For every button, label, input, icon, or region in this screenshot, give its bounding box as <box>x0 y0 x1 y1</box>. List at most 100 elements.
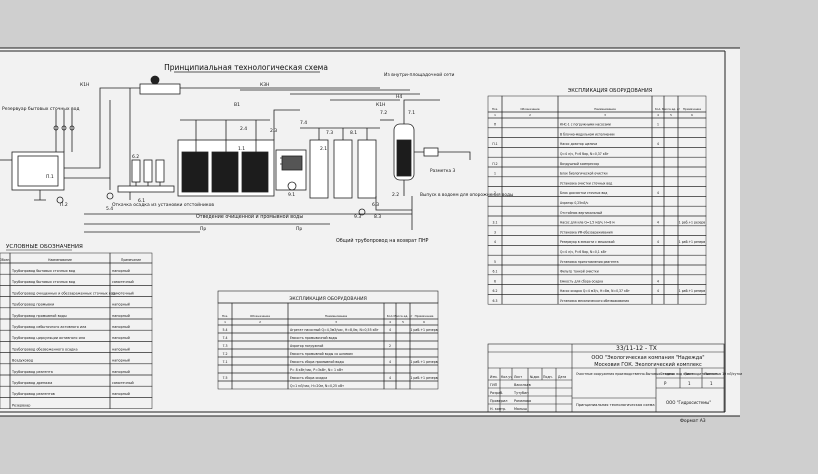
mid-cell-0-3: Кол. <box>387 314 394 318</box>
company-name: ООО "Гидросистемы" <box>666 400 711 405</box>
right-cell-15-2: Q=4 л/ч, Р=6 бар, N=0,1 кВт <box>560 250 607 254</box>
tag-2-2: 2.2 <box>392 192 399 198</box>
tag-2-3: 2.3 <box>270 128 277 134</box>
caption-bottom-mid: Отведение очищенной и промывной воды <box>196 213 303 220</box>
mid-title: ЭКСПЛИКАЦИЯ ОБОРУДОВАНИЯ <box>289 296 367 302</box>
legend-cell-0-0: Обозн. <box>0 258 10 262</box>
right-cell-1-3: 4 <box>657 113 659 117</box>
legend-cell-0-1: Наименование <box>48 258 72 262</box>
sheet-title: Принципиальная технологическая схема <box>576 403 655 407</box>
legend-cell-1-1: Трубопровод бытовых сточных вод <box>11 269 76 273</box>
org-line-1: ООО "Экологическая компания "Надежда" <box>591 355 704 361</box>
mid-cell-8-5: 1 раб.+1 резерв <box>410 376 437 380</box>
right-cell-12-2: Насос для ила Q=1,5 м3/ч, Н=8 м <box>560 221 615 225</box>
tag-2-1: 2.1 <box>320 146 327 152</box>
legend-cell-11-1: Трубопровод дренажа <box>11 381 52 385</box>
right-cell-0-5: Примечание <box>683 107 701 111</box>
tag-8-1: 8.1 <box>350 130 357 136</box>
tag-2-4: 2.4 <box>240 126 247 132</box>
right-cell-20-0: 6.3 <box>493 299 498 303</box>
mid-cell-2-2: Агрегат насосный Q=4,3м3/час, Н=8,0м, N=… <box>290 328 379 332</box>
right-cell-0-1: Обозначение <box>520 107 540 111</box>
label-from-network: Из внутри-площадочной сети <box>384 71 454 78</box>
right-cell-11-2: Отстойник вертикальный <box>560 211 602 215</box>
tag-9-3: 9.3 <box>354 214 361 220</box>
legend-cell-13-1: Резервуар <box>12 403 30 407</box>
right-cell-12-3: 4 <box>657 221 659 225</box>
legend-cell-7-1: Трубопровод циркуляции активного ила <box>11 336 85 340</box>
right-cell-0-4: Масса ед. кг <box>662 107 681 111</box>
right-cell-1-0: 1 <box>494 113 496 117</box>
legend-cell-2-1: Трубопровод бытовых сточных вод <box>11 280 76 284</box>
mid-cell-4-2: Аэратор погружной <box>290 344 323 348</box>
mid-cell-2-5: 1 раб.+1 резерв <box>410 328 437 332</box>
sheet-value: 1 <box>688 381 691 386</box>
role-gip: ГИП <box>490 383 498 387</box>
right-cell-3-2: В блочно-модульном исполнении <box>560 132 615 136</box>
rev-header-0: Изм. <box>490 375 498 379</box>
legend-cell-5-2: напорный <box>112 314 130 318</box>
legend-title: УСЛОВНЫЕ ОБОЗНАЧЕНИЯ <box>6 244 83 250</box>
process-scheme <box>0 75 471 233</box>
mid-cell-0-5: Примечание <box>415 314 434 318</box>
right-cell-1-4: 5 <box>670 113 672 117</box>
right-cell-16-0: 5 <box>494 260 496 264</box>
right-cell-0-2: Наименование <box>594 107 616 111</box>
stage-value: Р <box>664 381 667 386</box>
caption-bottom-right: Общий трубопровод на возврат ПНР <box>336 237 429 244</box>
mid-cell-5-0: 7.2 <box>222 352 227 356</box>
tag-8-3: 8.3 <box>374 214 381 220</box>
legend-cell-9-2: напорный <box>112 359 130 363</box>
role-check-name: Романова <box>514 399 531 403</box>
tag-6-1: 6.1 <box>138 198 145 204</box>
tag-5-4: 5.4 <box>106 206 113 212</box>
caption-bottom-left: Откачка осадка из установки отстойников <box>112 201 214 208</box>
tag-p1: П.1 <box>46 174 54 180</box>
tag-p2: П.2 <box>60 202 68 208</box>
tag-7-4: 7.4 <box>300 120 307 126</box>
right-cell-19-3: 4 <box>657 289 659 293</box>
legend-cell-4-1: Трубопровод промывки <box>11 303 54 307</box>
legend-cell-3-1: Трубопровод очищенных и обеззараженных с… <box>11 291 116 295</box>
label-k1h-right: К1Н <box>376 102 385 108</box>
legend-cell-0-2: Примечание <box>121 258 141 262</box>
legend-cell-5-1: Трубопровод промывной воды <box>11 314 67 318</box>
tag-6-2: 6.2 <box>132 154 139 160</box>
mid-cell-2-3: 4 <box>389 328 391 332</box>
tag-7-2: 7.2 <box>380 110 387 116</box>
right-table-title: ЭКСПЛИКАЦИЯ ОБОРУДОВАНИЯ <box>568 88 652 94</box>
legend-cell-8-1: Трубопровод обезвоженного осадка <box>11 347 78 351</box>
right-cell-6-2: Воздушный компрессор <box>560 162 599 166</box>
legend-cell-9-1: Воздуховод <box>12 359 34 363</box>
role-dev: Разраб. <box>490 391 503 395</box>
reactor-1 <box>181 151 209 193</box>
label-tank: Резервуар бытовых сточных вод <box>2 106 79 112</box>
right-cell-13-2: Установка УФ-обеззараживания <box>560 230 613 234</box>
label-pr-2: Пр <box>296 226 302 232</box>
legend-cell-10-2: напорный <box>112 370 130 374</box>
col-sheets: Листов <box>704 372 717 376</box>
right-cell-18-3: 4 <box>657 279 659 283</box>
mid-cell-1-4: 5 <box>402 320 404 324</box>
role-ncontr-name: Малыш <box>514 407 527 411</box>
right-cell-14-5: 1 раб.+1 резерв <box>679 240 706 244</box>
label-v1: В1 <box>234 102 240 108</box>
right-cell-16-2: Установка приготовления реагента <box>560 260 619 264</box>
right-cell-1-1: 2 <box>529 113 531 117</box>
right-cell-19-0: 6.2 <box>493 289 498 293</box>
label-pr-1: Пр <box>200 226 206 232</box>
drawing-code: 33/11-12 - ТХ <box>616 345 657 352</box>
legend-cell-3-2: самотечный <box>112 291 134 295</box>
legend-cell-7-2: напорный <box>112 336 130 340</box>
mid-cell-1-3: 4 <box>389 320 391 324</box>
legend-table: Обозн. Наименование ПримечаниеТрубопровод … <box>0 252 153 409</box>
right-cell-0-0: Поз. <box>492 107 498 111</box>
right-cell-14-2: Резервуар в емкости с мешалкой <box>560 240 614 244</box>
rev-header-5: Дата <box>558 375 566 379</box>
mid-cell-0-2: Наименование <box>325 314 348 318</box>
note-small: Разметка 3 <box>430 168 455 174</box>
tag-7-1: 7.1 <box>408 110 415 116</box>
mid-cell-7-2: Р= 8 кВт/час, Р=3кВт, N= 1 кВт <box>290 368 343 372</box>
